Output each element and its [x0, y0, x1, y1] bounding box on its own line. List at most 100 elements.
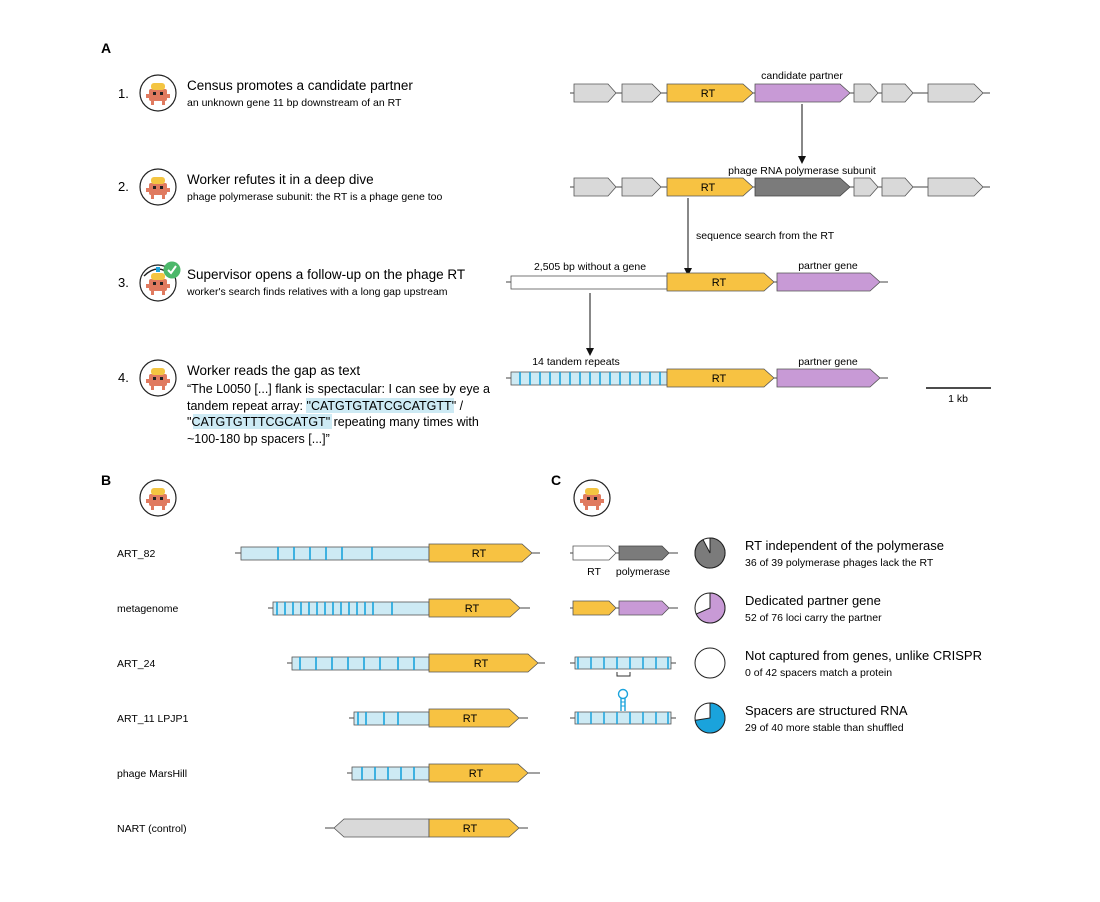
c-diagram-2 [570, 600, 678, 616]
c-diagram-3 [570, 656, 676, 677]
finding-2: Dedicated partner gene 52 of 76 loci car… [745, 593, 882, 624]
finding-subtitle: 36 of 39 polymerase phages lack the RT [745, 557, 934, 569]
sequence-highlight [193, 414, 332, 429]
finding-title: RT independent of the polymerase [745, 538, 944, 553]
gene-arrow [927, 177, 984, 197]
rt-label: RT [472, 548, 487, 560]
step-1: 1. Census promotes a candidate partner a… [118, 74, 413, 112]
step-3: 3. Supervisor opens a follow-up on the p… [118, 261, 465, 302]
row-label: ART_82 [117, 548, 155, 560]
b-row-art82: ART_82 RT [117, 543, 540, 563]
repeat-ticks [519, 372, 661, 385]
pie-slice [694, 702, 726, 734]
step-subtitle: phage polymerase subunit: the RT is a ph… [187, 191, 442, 203]
rt-label: RT [701, 182, 716, 194]
row-label: metagenome [117, 603, 178, 615]
partner-gene [776, 272, 881, 292]
gene-arrow [927, 83, 984, 103]
repeat-array [510, 371, 668, 386]
repeat-sequence-1: CATGTGTATCGCATGTT [311, 399, 452, 413]
repeat-array [272, 601, 430, 616]
partner-gene-label: partner gene [798, 260, 858, 272]
rt-gene [428, 653, 539, 673]
spacer-bracket [616, 672, 631, 677]
row-label: phage MarsHill [117, 768, 187, 780]
row-label: ART_24 [117, 658, 155, 670]
gene-arrow [621, 177, 662, 197]
candidate-partner-label: candidate partner [761, 70, 843, 82]
gap-label: 2,505 bp without a gene [534, 261, 646, 273]
repeat-array [291, 656, 430, 671]
quote-line-2: tandem repeat array: "CATGTGTATCGCATGTT"… [187, 399, 464, 413]
b-row-marshill: phage MarsHill RT [117, 763, 540, 783]
step-title: Census promotes a candidate partner [187, 78, 413, 93]
quote-line-3: "CATGTGTTTCGCATGT" repeating many times … [187, 415, 479, 429]
gap-region [510, 275, 668, 290]
step-4: 4. Worker reads the gap as text “The L00… [118, 359, 490, 446]
rt-gene [666, 83, 754, 103]
b-row-metagenome: metagenome RT [117, 598, 530, 618]
rt-gene [428, 598, 521, 618]
step-title: Supervisor opens a follow-up on the phag… [187, 267, 465, 282]
b-row-art24: ART_24 RT [117, 653, 545, 673]
rt-label: RT [712, 277, 727, 289]
repeat-array [574, 656, 672, 670]
c-diagram-4 [570, 688, 676, 725]
repeat-array [240, 546, 430, 561]
repeat-ticks [577, 712, 669, 724]
locus-1: RT candidate partner [570, 70, 990, 103]
b-row-nart: NART (control) RT [117, 818, 528, 838]
rt-label: RT [474, 658, 489, 670]
gene-arrow [881, 83, 914, 103]
finding-title: Spacers are structured RNA [745, 703, 908, 718]
gene-arrow [573, 83, 617, 103]
finding-title: Dedicated partner gene [745, 593, 881, 608]
quote-line-1: “The L0050 [...] flank is spectacular: I… [187, 382, 490, 396]
rt-gene [428, 763, 529, 783]
rt-gene [572, 545, 617, 561]
rt-label: RT [701, 88, 716, 100]
finding-subtitle: 29 of 40 more stable than shuffled [745, 722, 904, 734]
rt-gene [666, 368, 775, 388]
finding-subtitle: 52 of 76 loci carry the partner [745, 612, 882, 624]
partner-gene [776, 368, 881, 388]
repeat-array [351, 766, 430, 781]
step-title: Worker reads the gap as text [187, 363, 360, 378]
step-title: Worker refutes it in a deep dive [187, 172, 374, 187]
sequence-search-label: sequence search from the RT [696, 230, 835, 242]
b-row-art11: ART_11 LPJP1 RT [117, 708, 528, 728]
polymerase-gene [618, 545, 670, 561]
finding-4: Spacers are structured RNA 29 of 40 more… [745, 703, 908, 734]
rt-gene [572, 600, 617, 616]
rna-hairpin-icon [617, 688, 629, 711]
partner-gene-label: partner gene [798, 356, 858, 368]
row-label: NART (control) [117, 823, 187, 835]
row-label: ART_11 LPJP1 [117, 713, 189, 725]
repeat-array [574, 711, 672, 725]
rt-gene [428, 543, 533, 563]
pie-charts [694, 537, 726, 734]
rt-label: RT [465, 603, 480, 615]
partner-gene [618, 600, 670, 616]
worker-icon [139, 74, 177, 112]
step-number: 1. [118, 86, 129, 101]
worker-icon [139, 359, 177, 397]
finding-title: Not captured from genes, unlike CRISPR [745, 648, 982, 663]
candidate-partner-gene [754, 83, 851, 103]
polymerase-gene [754, 177, 851, 197]
finding-1: RT independent of the polymerase 36 of 3… [745, 538, 944, 569]
panel-c-letter: C [551, 472, 561, 488]
worker-icon [139, 168, 177, 206]
step-subtitle: an unknown gene 11 bp downstream of an R… [187, 97, 402, 109]
quote-line-4: ~100-180 bp spacers [...]” [187, 432, 330, 446]
polymerase-label: polymerase [616, 566, 670, 578]
panel-a-letter: A [101, 40, 111, 56]
step-number: 3. [118, 275, 129, 290]
repeat-ticks [299, 657, 415, 670]
locus-2: RT phage RNA polymerase subunit [570, 165, 990, 197]
scale-label: 1 kb [948, 393, 968, 405]
step-number: 4. [118, 370, 129, 385]
tandem-repeats-label: 14 tandem repeats [532, 356, 620, 368]
repeat-ticks [276, 602, 393, 615]
